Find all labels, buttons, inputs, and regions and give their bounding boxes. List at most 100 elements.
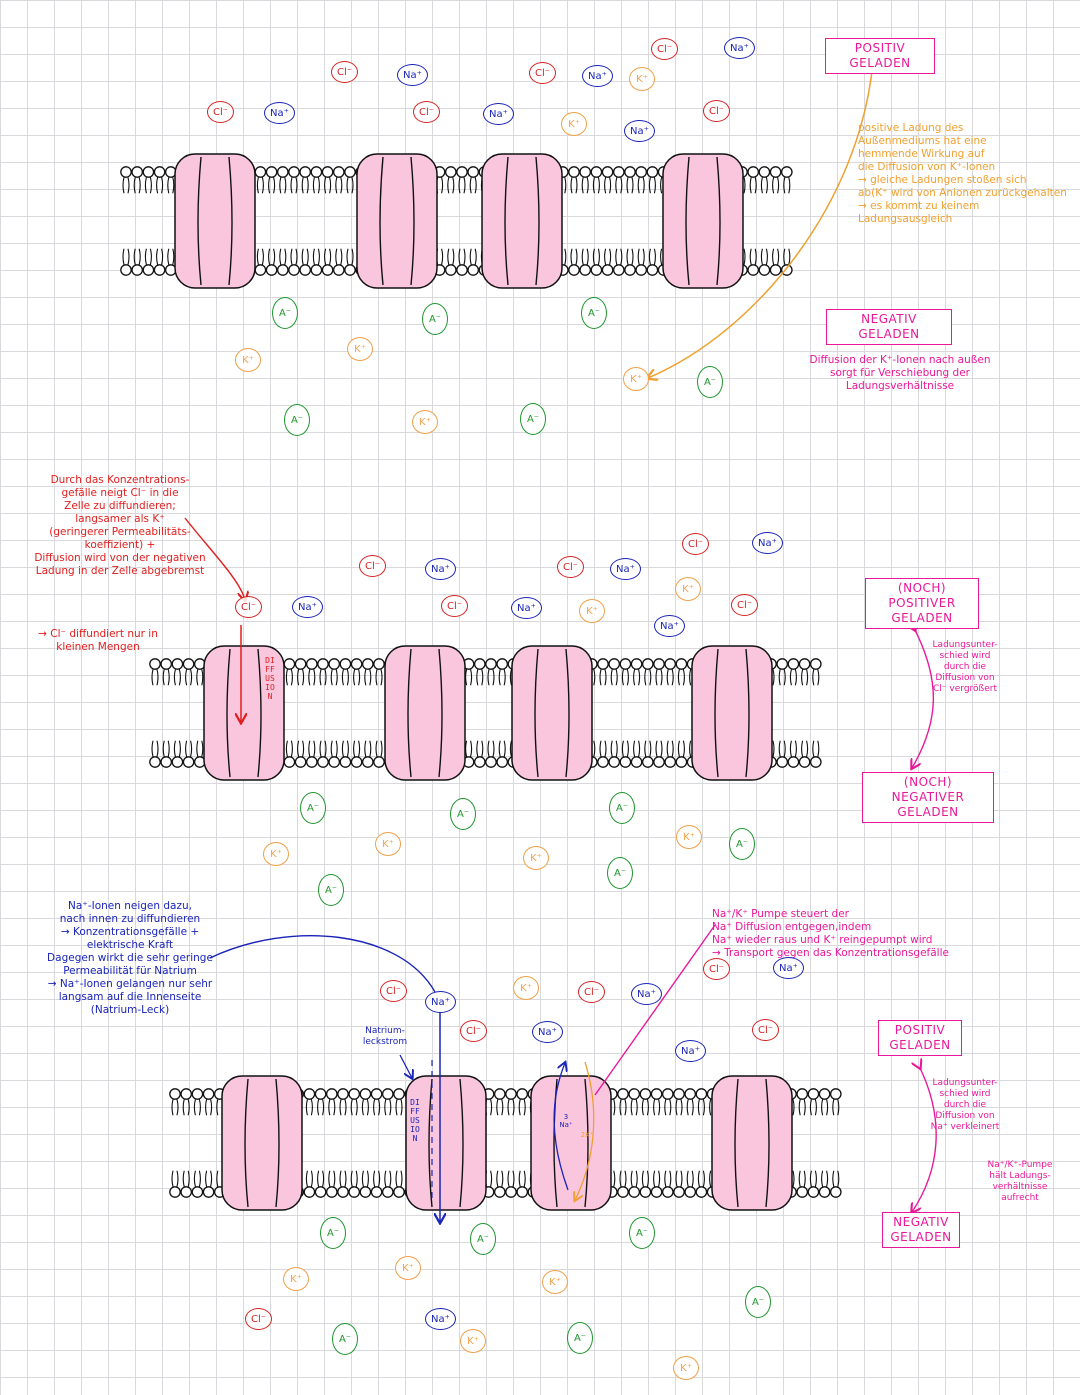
anion: A⁻ <box>300 792 326 824</box>
pump-explanation-note: Na⁺/K⁺ Pumpe steuert der Na⁺ Diffusion e… <box>712 908 949 959</box>
arrow-charge-difference-3 <box>912 1068 937 1212</box>
charge-difference-note: Ladungsunter- schied wird durch die Diff… <box>930 1078 1000 1132</box>
potassium-ion: K⁺ <box>676 825 702 849</box>
potassium-ion: K⁺ <box>513 976 539 1000</box>
negative-charge-box: NEGATIV GELADEN <box>882 1212 960 1248</box>
anion: A⁻ <box>609 792 635 824</box>
potassium-ion: K⁺ <box>673 1356 699 1380</box>
arrow-pump-na-out <box>553 1063 569 1191</box>
chloride-ion: Cl⁻ <box>578 981 606 1003</box>
chloride-ion: Cl⁻ <box>752 1019 780 1041</box>
anion: A⁻ <box>272 297 298 329</box>
arrow-pump-note <box>594 924 716 1096</box>
positive-charge-box: POSITIV GELADEN <box>825 38 935 74</box>
positive-charge-box: POSITIV GELADEN <box>878 1020 962 1056</box>
potassium-ion: K⁺ <box>263 842 289 866</box>
anion: A⁻ <box>520 403 546 435</box>
channel-protein <box>662 153 744 289</box>
negative-charge-box: NEGATIV GELADEN <box>826 309 952 345</box>
sodium-explanation-note: Na⁺-Ionen neigen dazu, nach innen zu dif… <box>47 900 213 1016</box>
chloride-ion: Cl⁻ <box>235 596 263 618</box>
anion: A⁻ <box>567 1322 593 1354</box>
sodium-ion: Na⁺ <box>631 983 662 1005</box>
channel-protein <box>221 1075 303 1211</box>
potassium-ion: K⁺ <box>347 337 373 361</box>
pump-sodium-label: 3 Na⁺ <box>559 1113 573 1129</box>
anion: A⁻ <box>729 828 755 860</box>
arrow-charge-difference-2 <box>912 630 935 768</box>
anion: A⁻ <box>745 1286 771 1318</box>
anion: A⁻ <box>332 1323 358 1355</box>
membranes <box>120 153 842 1211</box>
sodium-ion: Na⁺ <box>610 558 641 580</box>
sodium-ion: Na⁺ <box>675 1040 706 1062</box>
potassium-ion: K⁺ <box>395 1256 421 1280</box>
chloride-ion: Cl⁻ <box>245 1308 273 1330</box>
sodium-leak-label: Natrium- leckstrom <box>362 1026 408 1047</box>
sodium-ion: Na⁺ <box>773 957 804 979</box>
chloride-ion: Cl⁻ <box>703 100 731 122</box>
sodium-ion: Na⁺ <box>532 1021 563 1043</box>
anion: A⁻ <box>629 1217 655 1249</box>
chloride-ion: Cl⁻ <box>651 38 679 60</box>
cell-membrane <box>149 645 822 781</box>
pump-potassium-label: 2K⁺ <box>580 1131 594 1139</box>
potassium-ion: K⁺ <box>542 1270 568 1294</box>
potassium-ion: K⁺ <box>523 846 549 870</box>
sodium-ion: Na⁺ <box>483 103 514 125</box>
potassium-ion: K⁺ <box>623 367 649 391</box>
potassium-ion: K⁺ <box>460 1329 486 1353</box>
potassium-explanation-note: positive Ladung des Außenmediums hat ein… <box>858 122 1067 225</box>
sodium-ion: Na⁺ <box>425 1308 456 1330</box>
arrow-k-to-note <box>648 61 874 378</box>
anion: A⁻ <box>470 1223 496 1255</box>
anion: A⁻ <box>450 798 476 830</box>
channel-protein <box>691 645 773 781</box>
chloride-result-note: → Cl⁻ diffundiert nur in kleinen Mengen <box>38 628 158 653</box>
potassium-ion: K⁺ <box>412 410 438 434</box>
chloride-ion: Cl⁻ <box>682 533 710 555</box>
charge-difference-note: Ladungsunter- schied wird durch die Diff… <box>932 640 998 694</box>
diffusion-label: DIFFUSION <box>410 1098 420 1143</box>
cell-membrane <box>169 1075 842 1211</box>
potassium-ion: K⁺ <box>629 67 655 91</box>
sodium-ion: Na⁺ <box>425 991 456 1013</box>
chloride-ion: Cl⁻ <box>529 62 557 84</box>
anion: A⁻ <box>581 297 607 329</box>
channel-protein <box>481 153 563 289</box>
chloride-ion: Cl⁻ <box>413 101 441 123</box>
chloride-explanation-note: Durch das Konzentrations- gefälle neigt … <box>34 474 206 577</box>
annotation-arrows <box>184 61 937 1222</box>
arrow-na-note <box>209 935 436 993</box>
negative-charge-box: (NOCH) NEGATIVER GELADEN <box>862 772 994 823</box>
sodium-potassium-pump <box>530 1075 612 1211</box>
potassium-shift-note: Diffusion der K⁺-Ionen nach außen sorgt … <box>809 354 991 392</box>
channel-protein <box>384 645 466 781</box>
sodium-leak-channel <box>405 1075 487 1211</box>
sodium-ion: Na⁺ <box>624 120 655 142</box>
cell-membrane <box>120 153 793 289</box>
chloride-ion: Cl⁻ <box>557 556 585 578</box>
channel-protein <box>174 153 256 289</box>
pump-maintains-note: Na⁺/K⁺-Pumpe hält Ladungs- verhältnisse … <box>987 1160 1053 1203</box>
anion: A⁻ <box>284 404 310 436</box>
sodium-ion: Na⁺ <box>264 102 295 124</box>
positive-charge-box: (NOCH) POSITIVER GELADEN <box>865 578 979 629</box>
arrow-leak-label <box>399 1054 412 1078</box>
anion: A⁻ <box>422 303 448 335</box>
chloride-ion: Cl⁻ <box>441 595 469 617</box>
potassium-ion: K⁺ <box>235 348 261 372</box>
channel-protein <box>356 153 438 289</box>
anion: A⁻ <box>607 857 633 889</box>
chloride-ion: Cl⁻ <box>207 101 235 123</box>
diffusion-label: DIFFUSION <box>265 656 275 701</box>
anion: A⁻ <box>318 874 344 906</box>
sodium-ion: Na⁺ <box>292 596 323 618</box>
arrow-cl-note <box>184 517 245 600</box>
potassium-ion: K⁺ <box>675 577 701 601</box>
chloride-ion: Cl⁻ <box>359 555 387 577</box>
anion: A⁻ <box>320 1217 346 1249</box>
chloride-ion: Cl⁻ <box>731 594 759 616</box>
channel-protein <box>711 1075 793 1211</box>
